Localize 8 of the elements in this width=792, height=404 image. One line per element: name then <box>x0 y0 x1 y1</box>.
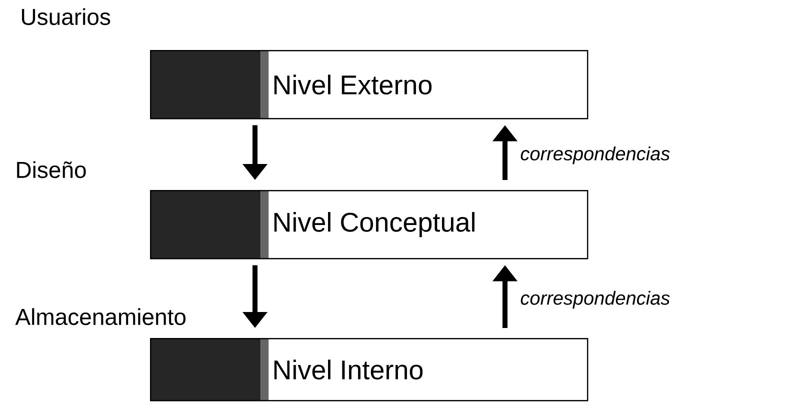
level-box: Nivel Conceptual <box>150 190 588 260</box>
level-label: Usuarios <box>22 8 110 26</box>
level-box: Nivel Externo <box>150 50 588 120</box>
level-label: Almacenamiento <box>15 308 186 326</box>
edge-label: correspondencias <box>520 146 670 164</box>
level-box: Nivel Interno <box>150 338 588 402</box>
level-label: Diseño <box>17 161 86 178</box>
edge-label: correspondencias <box>520 290 670 309</box>
